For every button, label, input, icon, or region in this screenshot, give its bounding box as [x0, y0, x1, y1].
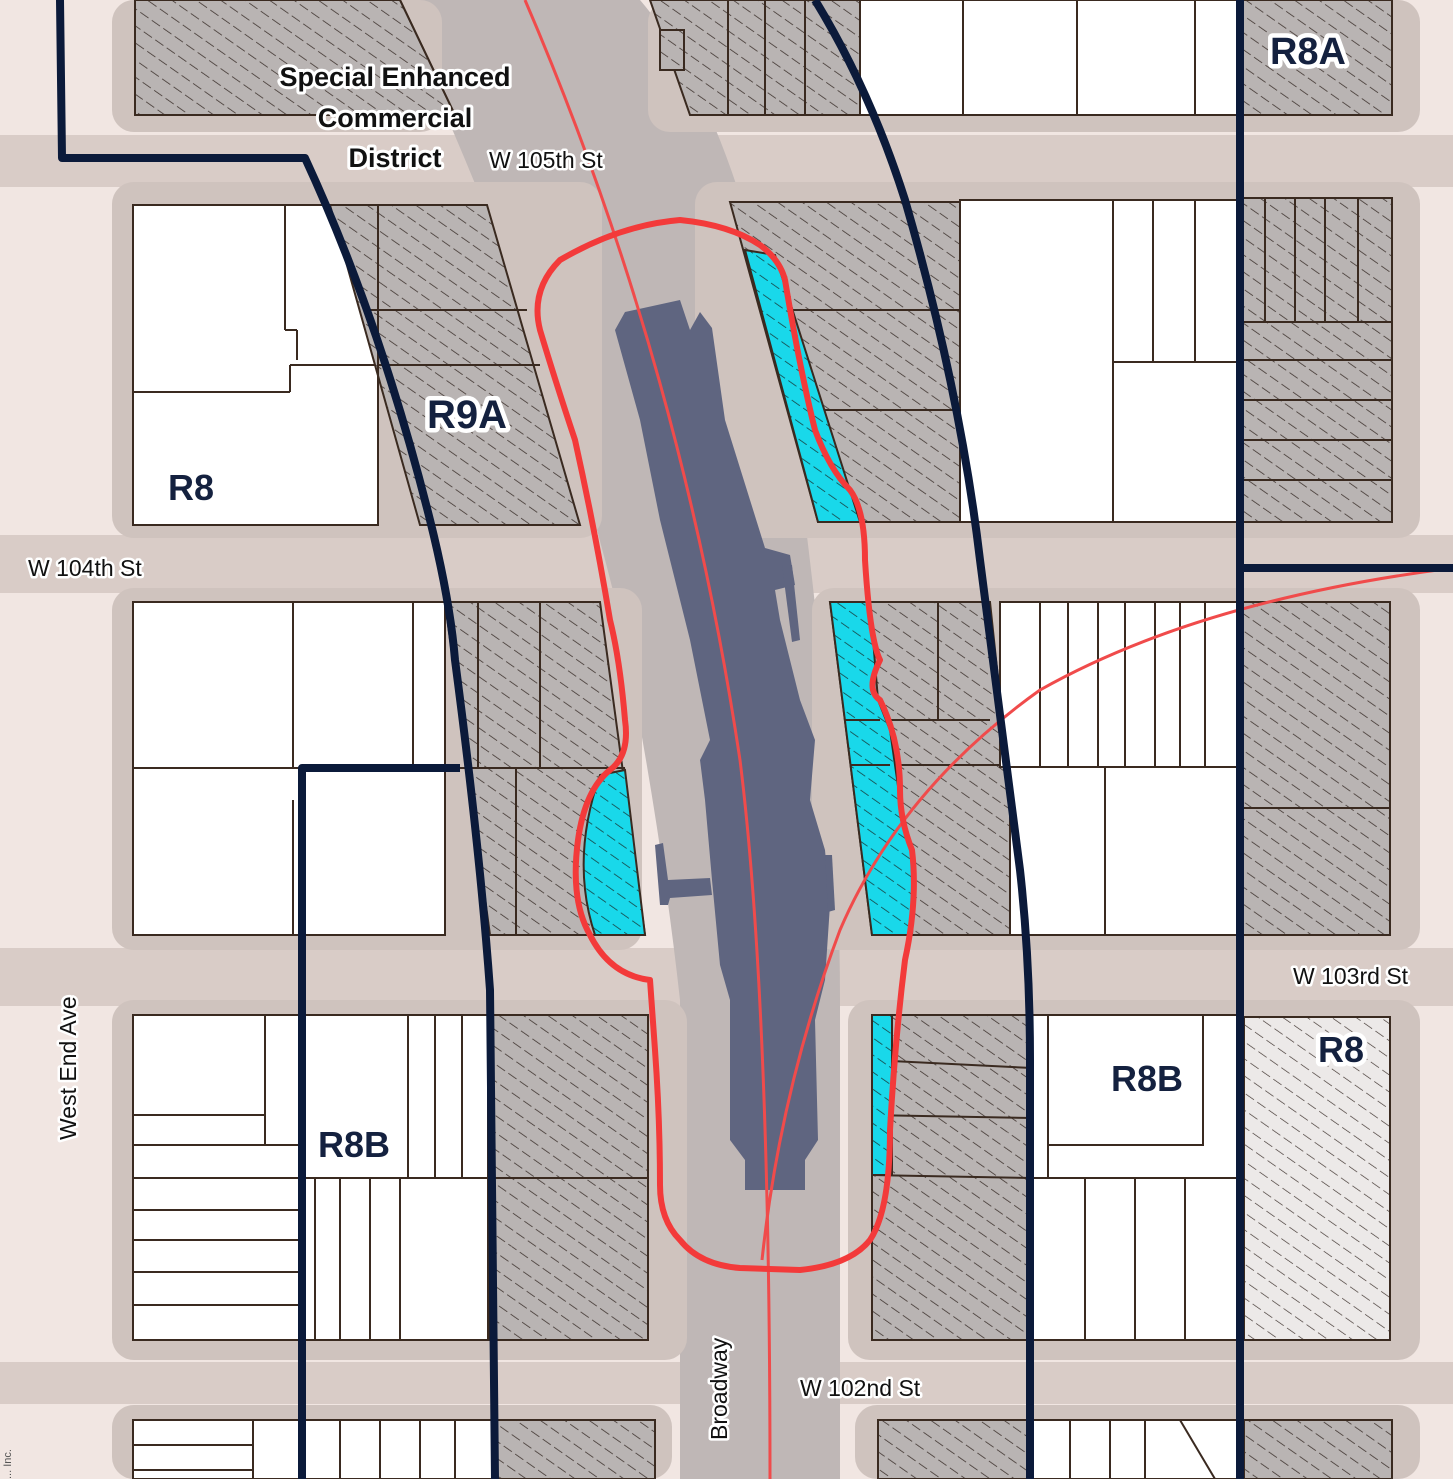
zone-label-r8b-west: R8B — [318, 1124, 390, 1165]
block-102-103-east — [871, 1014, 1391, 1341]
zone-label-r8-east: R8 — [1318, 1029, 1364, 1070]
block-102-103-west — [132, 1014, 649, 1341]
street-label-w103: W 103rd St — [1293, 963, 1409, 989]
district-label-line-1: Special Enhanced — [279, 62, 510, 92]
station-stair-east — [825, 855, 835, 912]
map-credit: ... Inc. — [2, 1449, 14, 1479]
zone-label-r8a: R8A — [1270, 31, 1346, 73]
zoning-boundaries — [56, 0, 1453, 1479]
district-label-line-2: Commercial — [318, 103, 473, 133]
street-label-w102: W 102nd St — [800, 1375, 921, 1401]
street-label-w104: W 104th St — [28, 555, 142, 581]
zone-label-r9a: R9A — [427, 393, 507, 437]
district-label-line-3: District — [348, 143, 441, 173]
street-label-w105: W 105th St — [489, 147, 603, 173]
street-label-broadway: Broadway — [706, 1337, 732, 1440]
block-104-105-west — [132, 204, 582, 526]
block-103-104-west — [132, 601, 647, 936]
block-103-104-east — [828, 601, 1391, 936]
station-stair-northeast — [782, 565, 800, 642]
block-top-west — [134, 0, 457, 116]
transit-area-boundary — [534, 217, 917, 1273]
block-top-east — [648, 0, 1393, 116]
zone-label-r8b-east: R8B — [1111, 1058, 1183, 1099]
zone-label-r8-west: R8 — [168, 467, 214, 508]
station-stair-west — [655, 843, 712, 905]
subway-station-platform — [615, 300, 830, 1190]
block-104-105-east — [728, 197, 1393, 523]
street-label-west-end: West End Ave — [55, 996, 81, 1140]
